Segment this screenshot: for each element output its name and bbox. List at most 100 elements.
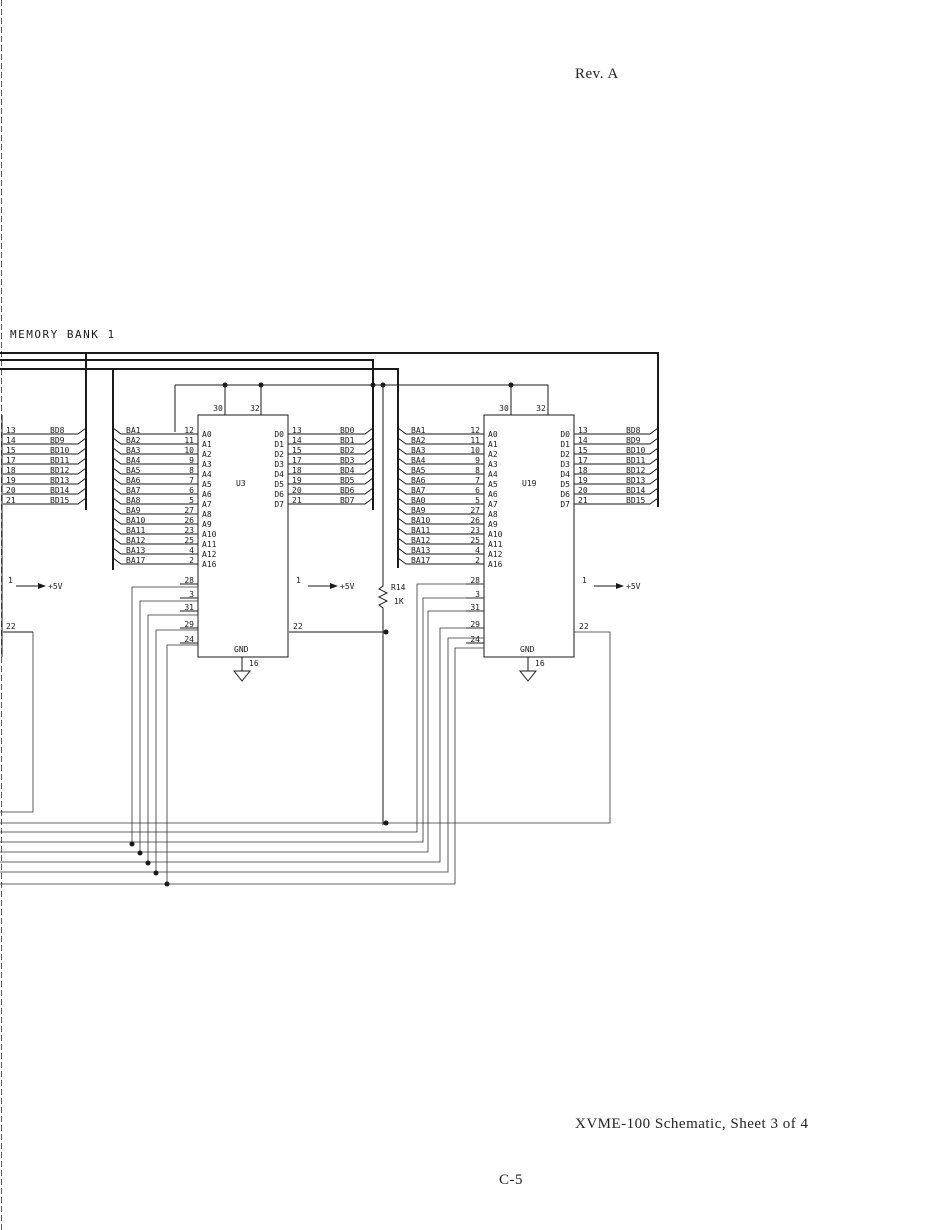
address-wire <box>112 507 198 515</box>
address-pin-name: A8 <box>488 510 498 519</box>
data-wire <box>288 467 374 475</box>
ground-pin-number: 16 <box>249 659 259 668</box>
data-wire <box>3 437 87 445</box>
address-pin-number: 5 <box>475 496 480 505</box>
address-wire <box>397 457 484 465</box>
address-pin-name: A1 <box>202 440 212 449</box>
address-pin-name: A16 <box>488 560 503 569</box>
data-pin-name: D7 <box>274 500 284 509</box>
data-pin-number: 17 <box>6 456 16 465</box>
power-label: +5V <box>48 582 63 591</box>
address-net-label: BA13 <box>126 546 145 555</box>
data-net-label: BD10 <box>50 446 69 455</box>
top-pin-number: 30 <box>499 404 509 413</box>
junction-dot <box>222 382 228 388</box>
data-pin-name: D3 <box>560 460 570 469</box>
data-wire <box>574 497 659 505</box>
data-pin-number: 15 <box>578 446 588 455</box>
address-pin-number: 10 <box>470 446 480 455</box>
address-pin-number: 9 <box>475 456 480 465</box>
address-pin-number: 2 <box>475 556 480 565</box>
address-net-label: BA2 <box>411 436 426 445</box>
address-pin-number: 11 <box>184 436 194 445</box>
junction-dot <box>380 382 386 388</box>
data-wire <box>3 447 87 455</box>
address-net-label: BA9 <box>411 506 426 515</box>
address-net-label: BA17 <box>411 556 430 565</box>
address-net-label: BA3 <box>126 446 141 455</box>
address-wire <box>397 507 484 515</box>
data-wire <box>288 477 374 485</box>
address-wire <box>397 497 484 505</box>
power-arrow <box>38 583 46 589</box>
output-pin-number: 22 <box>579 622 589 631</box>
data-net-label: BD10 <box>626 446 645 455</box>
data-net-label: BD0 <box>340 426 355 435</box>
address-wire <box>112 467 198 475</box>
address-net-label: BA13 <box>411 546 430 555</box>
data-wire <box>574 447 659 455</box>
data-wire <box>288 427 374 435</box>
address-pin-name: A0 <box>488 430 498 439</box>
address-pin-number: 4 <box>189 546 194 555</box>
data-net-label: BD14 <box>50 486 69 495</box>
address-pin-name: A3 <box>488 460 498 469</box>
address-net-label: BA1 <box>126 426 141 435</box>
junction-dot <box>129 841 135 847</box>
data-net-label: BD9 <box>50 436 65 445</box>
data-net-label: BD7 <box>340 496 355 505</box>
data-pin-number: 21 <box>6 496 16 505</box>
junction-dot <box>383 820 389 826</box>
address-wire <box>112 527 198 535</box>
address-pin-number: 26 <box>470 516 480 525</box>
address-wire <box>112 437 198 445</box>
address-wire <box>112 537 198 545</box>
address-pin-name: A1 <box>488 440 498 449</box>
data-pin-name: D0 <box>274 430 284 439</box>
address-wire <box>397 547 484 555</box>
data-pin-number: 14 <box>578 436 588 445</box>
ground-symbol <box>518 670 538 682</box>
data-wire <box>3 457 87 465</box>
power-pin-number: 1 <box>8 576 13 585</box>
address-pin-name: A7 <box>202 500 212 509</box>
address-pin-number: 12 <box>470 426 480 435</box>
data-wire <box>288 487 374 495</box>
address-pin-name: A8 <box>202 510 212 519</box>
address-pin-name: A16 <box>202 560 217 569</box>
address-wire <box>397 467 484 475</box>
control-pin-number: 24 <box>470 635 480 644</box>
data-pin-number: 15 <box>6 446 16 455</box>
address-net-label: BA6 <box>411 476 426 485</box>
data-pin-number: 21 <box>578 496 588 505</box>
data-pin-number: 20 <box>6 486 16 495</box>
address-net-label: BA6 <box>126 476 141 485</box>
address-net-label: BA7 <box>126 486 141 495</box>
address-pin-name: A6 <box>488 490 498 499</box>
junction-dot <box>145 860 151 866</box>
data-pin-name: D4 <box>274 470 284 479</box>
data-net-label: BD5 <box>340 476 355 485</box>
address-wire <box>397 427 484 435</box>
ground-pin-number: 16 <box>535 659 545 668</box>
data-pin-number: 19 <box>578 476 588 485</box>
address-pin-number: 2 <box>189 556 194 565</box>
address-wire <box>112 477 198 485</box>
control-pin-number: 29 <box>470 620 480 629</box>
ground-pin-name: GND <box>234 645 249 654</box>
data-wire <box>574 487 659 495</box>
address-pin-number: 26 <box>184 516 194 525</box>
address-wire <box>112 547 198 555</box>
data-pin-number: 15 <box>292 446 302 455</box>
data-wire <box>574 427 659 435</box>
data-pin-number: 19 <box>6 476 16 485</box>
data-pin-number: 18 <box>292 466 302 475</box>
junction-dot <box>153 870 159 876</box>
power-arrow <box>616 583 624 589</box>
address-net-label: BA0 <box>411 496 426 505</box>
data-wire <box>288 457 374 465</box>
address-pin-name: A0 <box>202 430 212 439</box>
address-wire <box>112 457 198 465</box>
